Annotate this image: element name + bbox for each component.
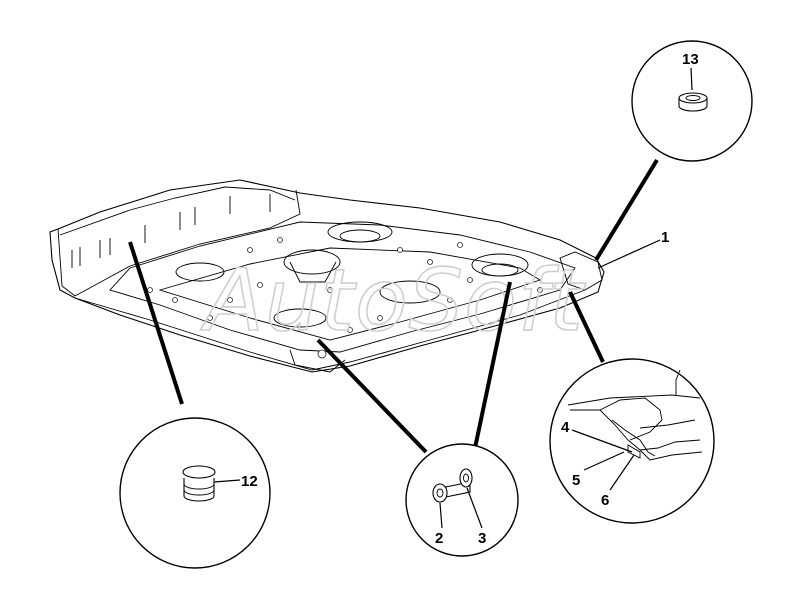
detail-bubble-2-3: 2 3 bbox=[405, 443, 519, 557]
leader-5 bbox=[583, 451, 625, 471]
plug-part bbox=[182, 465, 216, 502]
leader-2 bbox=[439, 502, 443, 529]
leader-2-3-a bbox=[316, 338, 428, 454]
leader-12-inner bbox=[213, 479, 241, 483]
leader-detail bbox=[568, 291, 605, 363]
leader-2-3-b bbox=[473, 281, 512, 449]
leader-6 bbox=[609, 454, 635, 491]
detail-bubble-13: 13 bbox=[631, 40, 753, 162]
callout-4: 4 bbox=[561, 419, 570, 436]
callout-6: 6 bbox=[601, 492, 609, 509]
bracket-detail bbox=[567, 369, 703, 461]
leader-1 bbox=[597, 239, 661, 269]
callout-13: 13 bbox=[682, 51, 699, 68]
leader-13-inner bbox=[690, 67, 693, 91]
leader-13 bbox=[594, 158, 659, 262]
callout-2: 2 bbox=[435, 530, 443, 547]
callout-5: 5 bbox=[572, 472, 580, 489]
washer-part bbox=[459, 468, 473, 488]
leader-4 bbox=[571, 429, 633, 453]
callout-12: 12 bbox=[241, 473, 258, 490]
leader-3 bbox=[466, 487, 483, 529]
underbody-panel bbox=[49, 179, 605, 373]
detail-bubble-12: 12 bbox=[119, 417, 271, 569]
watermark: AutoSoft bbox=[200, 251, 586, 351]
grommet-part bbox=[678, 92, 708, 112]
callout-3: 3 bbox=[478, 530, 486, 547]
detail-bubble-4-5-6: 4 5 6 bbox=[549, 358, 715, 524]
callout-1: 1 bbox=[661, 229, 669, 246]
leader-12 bbox=[128, 241, 184, 405]
